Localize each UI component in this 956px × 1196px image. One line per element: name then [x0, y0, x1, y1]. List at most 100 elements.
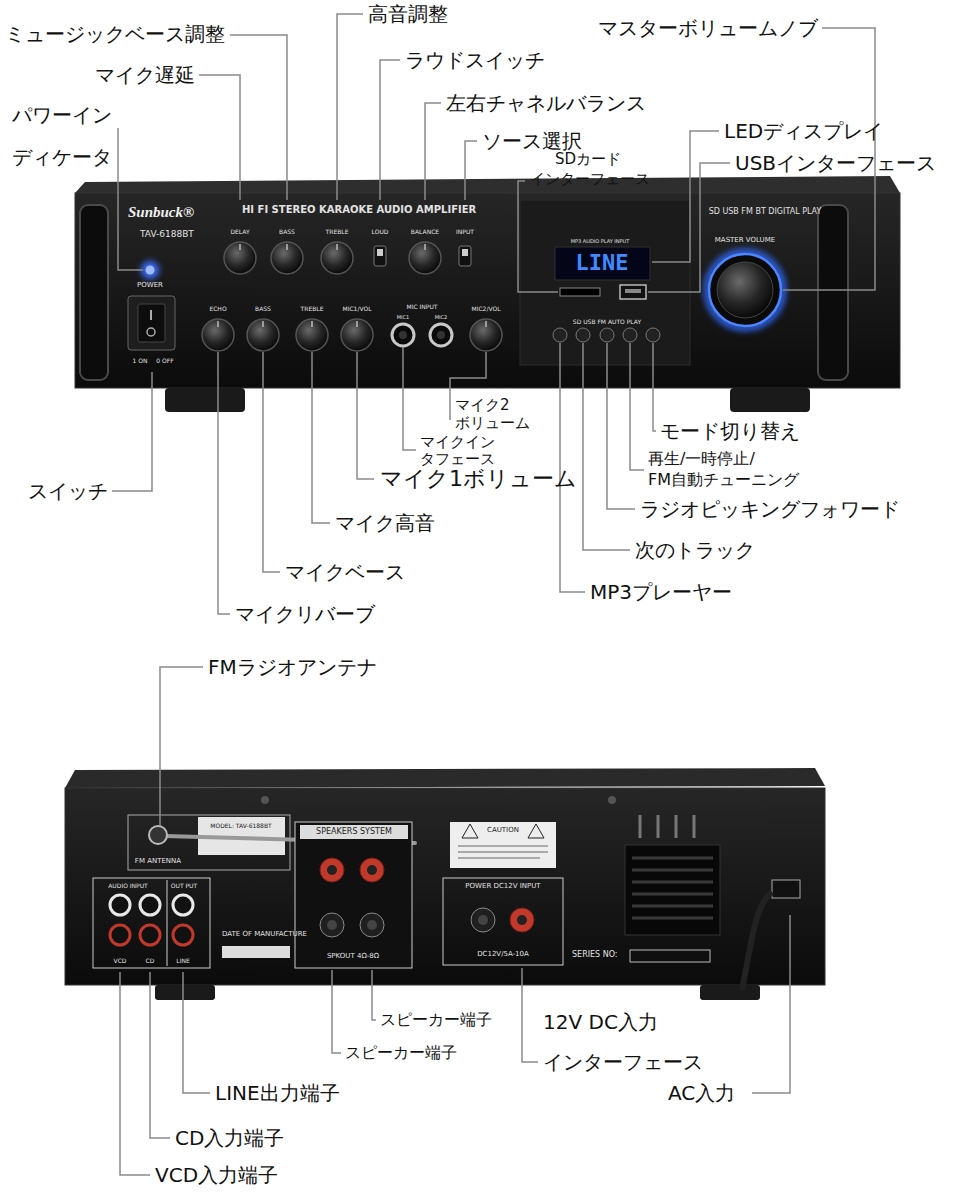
panel-text: DATE OF MANUFACTURE — [222, 930, 307, 938]
brand-logo: Sunbuck® — [128, 203, 194, 221]
date-plate — [222, 946, 290, 958]
knob-pointer — [217, 321, 219, 327]
ac-cord — [742, 880, 800, 990]
leader-line — [183, 972, 210, 1093]
date-plate — [222, 946, 290, 958]
panel-text: POWER — [137, 281, 163, 289]
audio-jack-block — [110, 895, 130, 915]
callout-label: ラウドスイッチ — [405, 48, 545, 72]
label-plate-text: MODEL: TAV-6188BT — [210, 822, 271, 829]
player-button — [553, 328, 567, 342]
leader-line — [465, 141, 477, 200]
toggle-switch — [462, 249, 468, 256]
speaker-terminal-block — [320, 913, 344, 937]
rear-amplifier — [65, 768, 825, 1000]
leader-line — [403, 347, 416, 450]
callout-label: ボリューム — [455, 414, 530, 432]
leader-line — [112, 372, 152, 491]
leader-line — [648, 163, 730, 292]
callout-label: FM自動チューニング — [648, 470, 799, 489]
callout-label: マイク2 — [455, 396, 510, 414]
control-knob — [470, 319, 502, 351]
audio-jack-block — [140, 925, 160, 945]
vent-grill — [675, 815, 678, 838]
speaker-terminal-block — [360, 913, 384, 937]
callout-label: ラジオピッキングフォワード — [640, 497, 900, 521]
panel-text: 1 ON — [133, 357, 148, 364]
panel-text: LOUD — [372, 228, 389, 235]
front-amplifier — [165, 388, 245, 412]
panel-text: MIC1 — [397, 314, 409, 320]
power-switch — [128, 296, 175, 350]
speaker-terminal-block — [327, 865, 337, 875]
panel-text: HI FI STEREO KARAOKE AUDIO AMPLIFIER — [242, 204, 476, 216]
leader-line — [199, 75, 240, 200]
audio-jack-block — [140, 895, 160, 915]
panel-text: BASS — [255, 305, 271, 312]
callout-label: 再生/一時停止/ — [648, 449, 755, 468]
panel-text: SPKOUT 4Ω-8Ω — [327, 952, 379, 960]
knob-pointer — [218, 244, 486, 327]
knob-pointer — [262, 321, 264, 327]
control-knob — [321, 242, 353, 274]
sd-slot — [560, 288, 600, 296]
leader-line — [118, 128, 143, 270]
rear-amplifier — [700, 985, 760, 1000]
audio-jack-block — [93, 878, 210, 968]
leader-line — [150, 972, 170, 1138]
control-knob — [296, 319, 328, 351]
panel-text: LINE — [176, 957, 189, 964]
mic-jack — [392, 324, 452, 346]
leader-line — [112, 14, 875, 1175]
front-amplifier — [520, 200, 690, 365]
caution-label — [528, 824, 544, 838]
front-amplifier — [818, 205, 848, 380]
callout-label: マイクベース — [285, 560, 405, 584]
callout-label: LEDディスプレイ — [724, 119, 883, 143]
panel-text: VCD — [114, 957, 127, 964]
speaker-terminal-block — [295, 822, 412, 968]
serial-plate — [630, 950, 710, 962]
callout-label: MP3プレーヤー — [590, 580, 732, 604]
panel-text: DELAY — [230, 228, 249, 235]
knob-pointer — [336, 244, 338, 250]
knob-pointer — [424, 244, 426, 250]
speaker-terminal-block — [320, 858, 344, 882]
panel-text: MIC INPUT — [407, 303, 438, 310]
knob-pointer — [485, 321, 487, 327]
leader-line — [380, 60, 400, 200]
control-knob — [202, 319, 234, 351]
callout-label: マイク遅延 — [95, 63, 195, 87]
leader-line — [357, 352, 374, 479]
led-display — [555, 247, 650, 280]
panel-text: TAV-6188BT — [140, 229, 194, 240]
label-plate-text: CAUTION — [487, 826, 519, 834]
dc-input-block — [510, 908, 534, 932]
callout-label: マイクイン — [420, 433, 495, 451]
panel-text: INPUT — [456, 228, 474, 235]
control-knob — [224, 242, 256, 274]
vent-grill — [639, 815, 642, 838]
knob-pointer — [356, 321, 358, 327]
callout-label: タフェース — [420, 450, 495, 468]
dc-input-block — [517, 915, 527, 925]
leader-line — [218, 352, 230, 614]
panel-text: SD USB FM BT DIGITAL PLAY — [709, 207, 822, 217]
leader-line — [583, 343, 630, 550]
callout-label: スピーカー端子 — [345, 1043, 457, 1062]
panel-text: MP3 AUDIO PLAY INPUT — [571, 238, 630, 244]
player-button — [600, 328, 614, 342]
vent-grill — [657, 815, 660, 838]
panel-text: AUDIO INPUT — [108, 882, 147, 889]
panel-text: CD — [146, 957, 155, 964]
power-led — [141, 261, 159, 279]
callout-label: インターフェース — [543, 1050, 703, 1074]
ac-cord — [772, 880, 800, 898]
toggle-switch — [374, 246, 386, 266]
callout-label: ミュージックベース調整 — [5, 22, 225, 46]
power-led — [141, 261, 159, 279]
rear-amplifier — [608, 796, 616, 804]
ac-cord — [742, 892, 772, 990]
caution-label — [458, 858, 540, 859]
player-button — [576, 328, 590, 342]
